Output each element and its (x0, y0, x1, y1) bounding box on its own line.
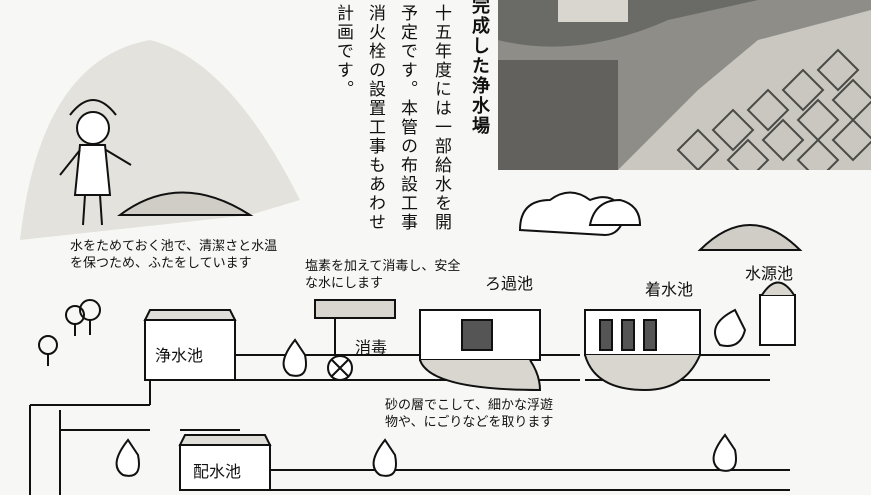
purification-tank-label: 浄水池 (155, 346, 204, 365)
disinfection-label: 消毒 (355, 338, 388, 357)
filter-description: 砂の層でこして、細かな浮遊物や、にごりなどを取ります (385, 398, 554, 430)
photo-caption: 完成した浄水場 (469, 0, 490, 136)
plant-photo (498, 0, 871, 170)
source-tank-label: 水源池 (745, 264, 794, 283)
tank-description: 水をためておく池で、清潔さと水温を保つため、ふたをしています (70, 239, 278, 271)
body-column-4: 計画です。 (333, 4, 353, 99)
chlorine-description: 塩素を加えて消毒し、安全な水にします (305, 259, 461, 291)
settling-tank-label: 着水池 (645, 280, 694, 299)
distribution-tank-label: 配水池 (193, 462, 242, 481)
body-column-1: 十五年度には一部給水を開 (431, 4, 451, 232)
body-column-2: 予定です。本管の布設工事 (397, 4, 417, 232)
filtration-tank-label: ろ過池 (485, 274, 534, 293)
body-column-3: 消火栓の設置工事もあわせ (365, 4, 385, 232)
